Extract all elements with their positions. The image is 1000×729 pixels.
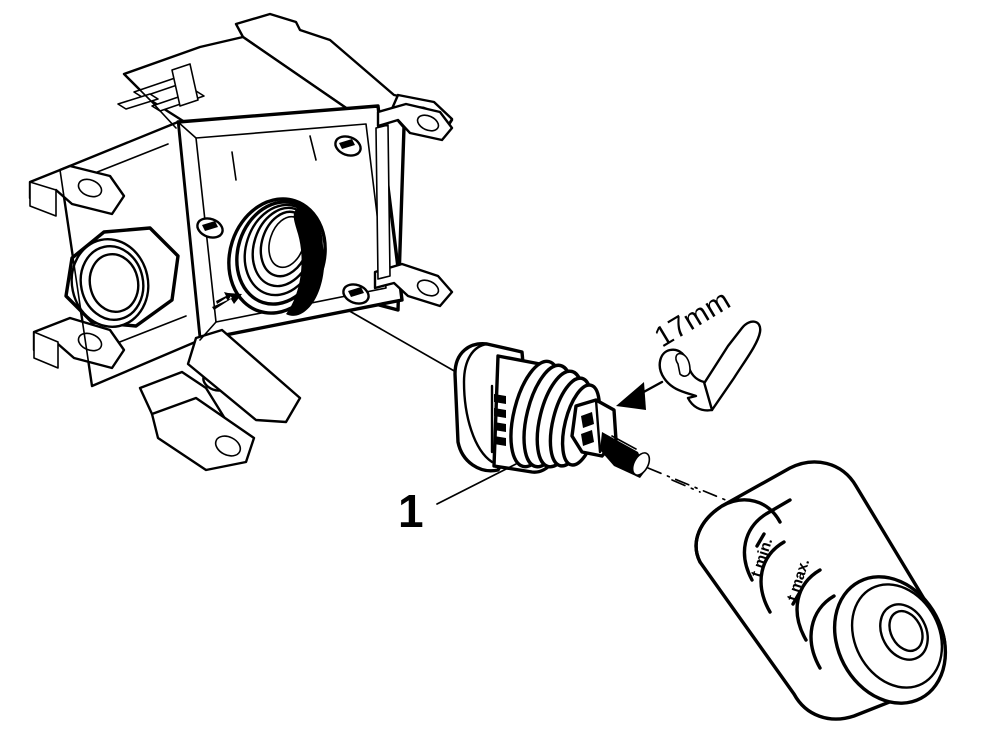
tool-size-label: 17mm xyxy=(649,284,736,354)
tick-max xyxy=(791,590,802,606)
sleeve-band-1b xyxy=(759,540,786,614)
sleeve-band-1 xyxy=(742,498,792,582)
inlet-hex-boss xyxy=(64,226,180,328)
foot-left-upper-side xyxy=(29,181,57,217)
foot-hole-bottom xyxy=(214,435,242,457)
knurl-1 xyxy=(494,394,506,404)
thermostatic-cartridge xyxy=(453,342,651,478)
stem-end-face xyxy=(631,452,651,476)
hex-edge-1 xyxy=(594,398,602,454)
struct-line-2 xyxy=(199,321,217,341)
housing-plate-recess xyxy=(195,123,387,323)
flow-direction-arrow xyxy=(212,292,242,310)
lower-cross-leg xyxy=(186,328,302,424)
cartridge-splined-stem xyxy=(600,432,651,478)
hex-face-shade-2 xyxy=(581,430,594,446)
knurl-3 xyxy=(494,422,506,432)
threaded-bore xyxy=(227,197,327,316)
struct-line-6 xyxy=(309,135,317,161)
leg-bottom-left xyxy=(150,396,256,472)
struct-line-1 xyxy=(177,121,197,139)
right-side-rib xyxy=(375,124,391,280)
inlet-bore-inner xyxy=(88,252,140,314)
flow-arrow-tail xyxy=(216,292,232,304)
hex-face-shade-1 xyxy=(581,412,594,428)
foot-hole-left-upper xyxy=(77,178,103,198)
screw-slot-tr xyxy=(339,139,355,149)
temperature-handle-sleeve xyxy=(694,460,948,721)
foot-left-lower-side xyxy=(33,331,59,369)
struct-line-4 xyxy=(123,73,177,129)
cartridge-collar-rings xyxy=(509,359,602,469)
temperature-tick-marks xyxy=(755,532,802,606)
tick-min xyxy=(755,532,766,548)
sleeve-front-ring xyxy=(850,583,944,689)
screw-slot-tl xyxy=(202,221,218,231)
struct-line-5 xyxy=(231,151,237,181)
wrench-jaw-opening xyxy=(675,352,691,377)
bracket-hole-right-lower xyxy=(416,279,440,297)
top-slot-3 xyxy=(171,63,199,107)
struct-line-3 xyxy=(59,169,93,387)
hex-edge-2 xyxy=(612,408,618,442)
screw-slot-br xyxy=(348,287,364,297)
inlet-bore-mid xyxy=(79,245,145,321)
bracket-hole-right-upper xyxy=(416,114,440,132)
sleeve-rear-rim xyxy=(694,498,782,564)
cap-axis-stub xyxy=(671,479,701,493)
wrench-application-arrow xyxy=(616,380,664,410)
knurl-2 xyxy=(494,408,506,418)
knurl-4 xyxy=(494,436,506,446)
part-1-leader-line xyxy=(436,463,517,505)
sleeve-band-2b xyxy=(809,594,836,670)
flow-arrow-glyph xyxy=(212,293,242,310)
wrench-handle xyxy=(694,320,762,412)
valve-body-housing xyxy=(28,12,454,472)
cartridge-to-cap-axis xyxy=(647,467,746,509)
spline-1 xyxy=(607,439,635,455)
cartridge-rear-rim xyxy=(462,342,494,464)
callout-part-1: 1 xyxy=(398,463,517,537)
tool-arrow-head xyxy=(616,382,646,410)
sleeve-band-2 xyxy=(795,568,822,642)
sleeve-socket-inner xyxy=(888,609,924,653)
cartridge-knurl-band xyxy=(490,384,506,454)
part-number-label: 1 xyxy=(398,485,424,537)
open-end-wrench xyxy=(658,320,762,412)
spline-2 xyxy=(605,447,633,463)
spline-3 xyxy=(611,435,637,450)
bore-shading xyxy=(286,206,325,316)
